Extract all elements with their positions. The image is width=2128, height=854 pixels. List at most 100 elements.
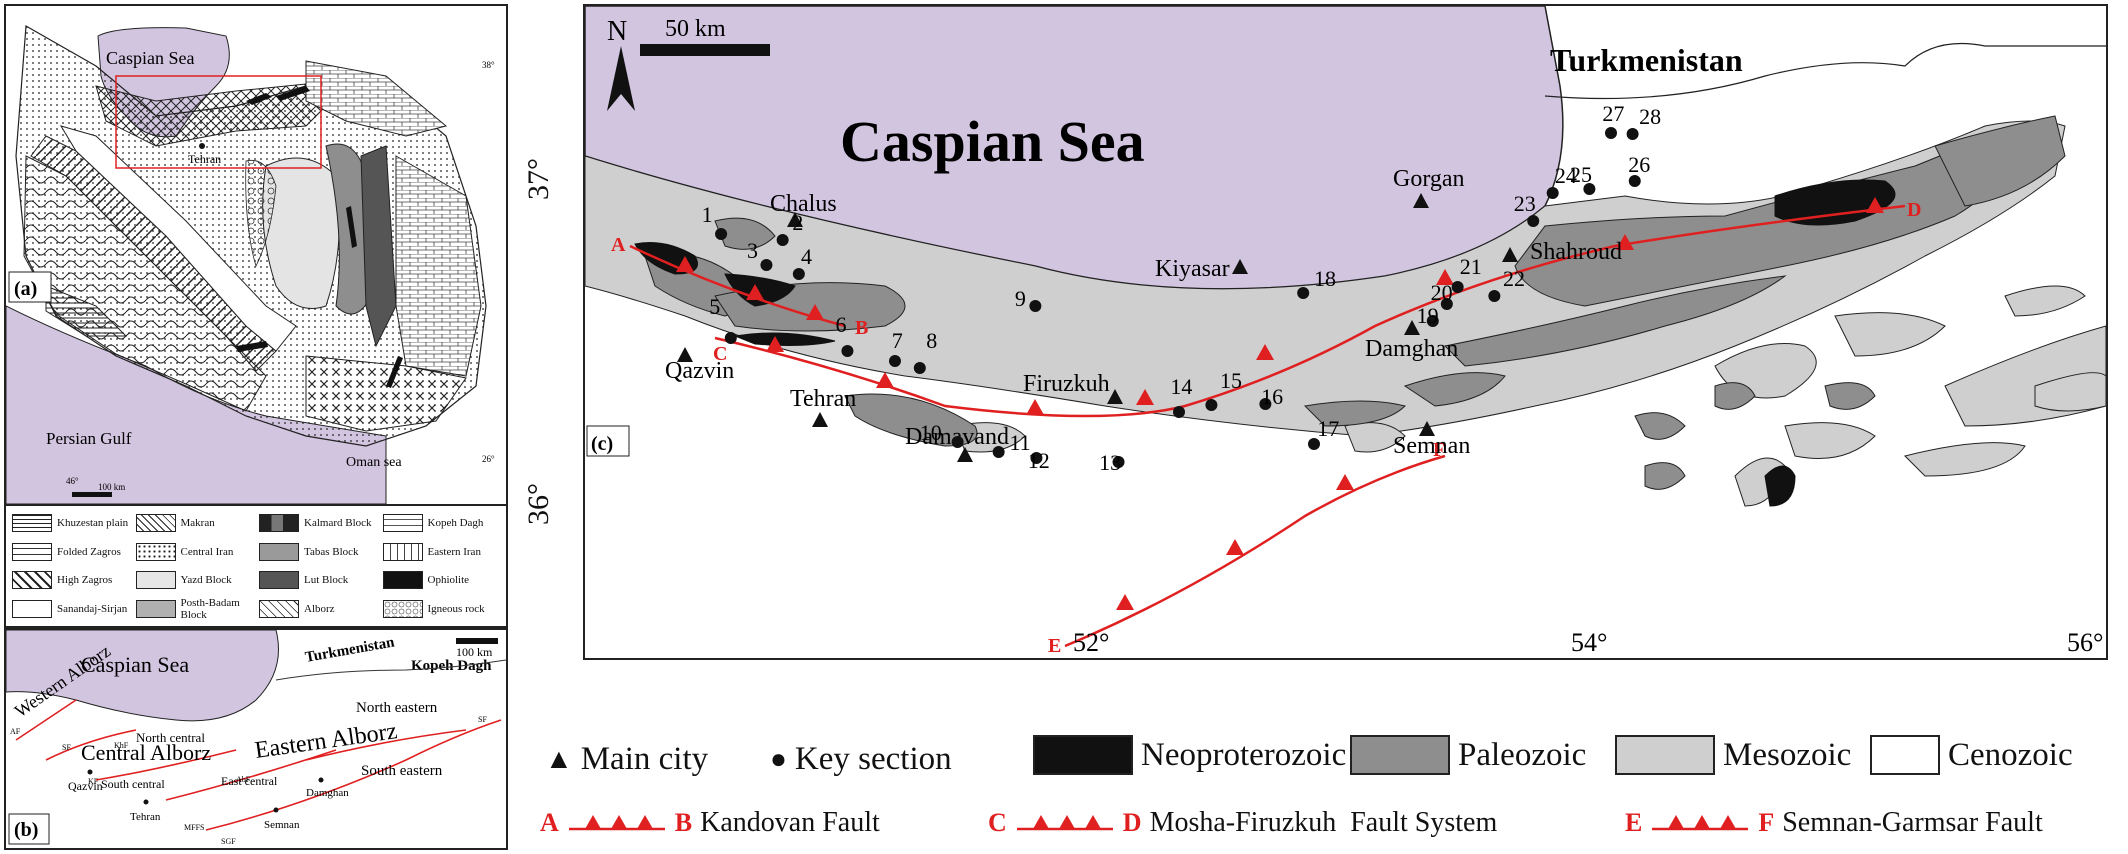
fault-letter-d: D: [1907, 199, 1921, 221]
section-dot-icon: [1527, 215, 1540, 227]
sub-south-eastern: South eastern: [361, 763, 443, 779]
city-label: Semnan: [1393, 433, 1470, 459]
section-label: 17: [1317, 416, 1339, 441]
thrust-triangle-icon: [1116, 594, 1134, 610]
legend-swatch: [259, 514, 299, 533]
panel-b-label: (b): [14, 819, 38, 841]
section-label: 4: [801, 244, 812, 269]
section-label: 20: [1431, 280, 1453, 305]
dot-icon: ●: [770, 743, 787, 775]
legend-label: Khuzestan plain: [57, 517, 129, 530]
section-dot-icon: [1583, 183, 1596, 195]
scale-b: 100 km: [456, 645, 493, 659]
city-triangle-icon: [677, 347, 693, 362]
sub-north-central: North central: [136, 730, 205, 745]
caspian-sea-b: [6, 630, 279, 722]
legend-swatch: [259, 542, 299, 561]
legend-swatch: [12, 571, 52, 590]
section-label: 19: [1417, 303, 1439, 328]
city-label: Qazvin: [665, 358, 734, 384]
section-label: 13: [1099, 450, 1121, 475]
legend-c: ▲ Main city ● Key section Neoproterozoic…: [540, 735, 2120, 845]
region-central: Central Alborz: [81, 740, 211, 765]
legend-main-city: ▲ Main city: [545, 741, 709, 777]
legend-a-item-7: Eastern Iran: [382, 539, 501, 566]
caspian-label-c: Caspian Sea: [840, 109, 1145, 174]
lon-52: 52°: [1073, 628, 1109, 657]
scale-label-c: 50 km: [665, 16, 726, 42]
section-label: 7: [892, 328, 903, 353]
section-label: 10: [920, 420, 942, 445]
section-dot-icon: [1030, 452, 1043, 464]
sub-east-central: East central: [221, 774, 278, 788]
section-dot-icon: [1205, 399, 1218, 411]
fault-letter-e: E: [1048, 635, 1061, 657]
panel-a-svg: Caspian Sea Tehran Persian Gulf Oman sea…: [6, 6, 506, 504]
city-label: Gorgan: [1393, 166, 1465, 192]
legend-swatch: [382, 514, 423, 533]
thrust-triangle-icon: [876, 372, 894, 388]
fault-khf: KhF: [114, 741, 129, 750]
legend-label: Lut Block: [304, 574, 349, 587]
legend-a-item-12: Sanandaj-Sirjan: [12, 596, 130, 623]
city-label: Tehran: [790, 386, 856, 412]
section-dot-icon: [1605, 127, 1617, 139]
legend-a-item-3: Kopeh Dagh: [382, 510, 501, 537]
legend-a-item-5: Central Iran: [135, 539, 254, 566]
panel-a-legend: Khuzestan plain Makran Kalmard Block Kopeh …: [4, 504, 508, 628]
turkmenistan-boundary: [1544, 43, 2106, 100]
legend-key-section: ● Key section: [770, 741, 952, 777]
section-label: 6: [836, 312, 847, 337]
section-label: 18: [1314, 266, 1336, 291]
legend-label: Makran: [180, 517, 215, 530]
thrust-triangle-icon: [1136, 389, 1154, 405]
study-area-box: [115, 75, 322, 169]
section-dot-icon: [1546, 187, 1559, 199]
legend-label: Kopeh Dagh: [427, 517, 484, 530]
section-dot-icon: [1029, 300, 1042, 312]
legend-a-item-4: Folded Zagros: [12, 539, 130, 566]
legend-label: Tabas Block: [304, 545, 359, 558]
section-label: 5: [709, 294, 720, 319]
city-label: Shahroud: [1530, 239, 1622, 265]
section-label: 3: [747, 238, 758, 263]
section-label: 26: [1628, 152, 1650, 177]
legend-label: Folded Zagros: [57, 545, 121, 558]
legend-swatch: [12, 514, 52, 533]
thrust-triangle-icon: [1616, 234, 1634, 250]
lat-37-outside: 37°: [522, 158, 555, 200]
city-label: Chalus: [770, 191, 837, 217]
fault-letter-b: B: [855, 317, 868, 339]
faults-b: [15, 699, 502, 831]
fault-letter-a: A: [611, 234, 626, 256]
panel-a-iran-map: Caspian Sea Tehran Persian Gulf Oman sea…: [4, 4, 508, 506]
thrust-triangle-icon: [1336, 474, 1354, 490]
legend-label: Sanandaj-Sirjan: [57, 602, 128, 615]
section-dot-icon: [715, 228, 728, 240]
legend-a-item-2: Kalmard Block: [259, 510, 377, 537]
section-dot-icon: [1112, 456, 1125, 468]
city-triangle-icon: [812, 412, 828, 427]
section-dot-icon: [776, 234, 789, 246]
legend-label: Posth-Badam Block: [180, 596, 240, 621]
city-qazvin-b: Qazvin: [68, 779, 103, 793]
legend-swatch: [12, 599, 52, 618]
section-label: 25: [1570, 162, 1592, 187]
legend-mesozoic: Mesozoic: [1615, 735, 1851, 775]
city-triangle-icon: [1404, 320, 1420, 335]
thrust-triangle-icon: [676, 256, 694, 272]
legend-swatch: [135, 571, 176, 590]
panel-a-label: (a): [14, 278, 37, 300]
city-label: Kiyasar: [1155, 256, 1230, 282]
fault-semnan-garmsar-line: [1064, 454, 1446, 648]
lon-46: 46°: [66, 476, 79, 486]
section-label: 24: [1555, 163, 1577, 188]
section-label: 16: [1261, 384, 1283, 409]
legend-label: Alborz: [304, 602, 335, 615]
tehran-label-a: Tehran: [188, 152, 221, 166]
city-triangle-icon: [787, 212, 803, 227]
city-triangle-icon: [957, 447, 973, 462]
thrust-fault-icon: [1016, 815, 1113, 831]
lat-26: 26°: [482, 454, 495, 464]
